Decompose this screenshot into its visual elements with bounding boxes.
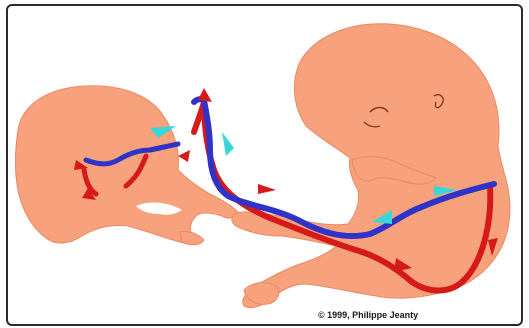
red-arrow-3: [258, 184, 276, 194]
right-fetus: [232, 24, 510, 308]
red-arrow-6: [198, 88, 212, 102]
copyright-notice: © 1999, Philippe Jeanty: [318, 310, 418, 320]
cyan-arrow-3: [222, 132, 234, 156]
red-arrow-4: [178, 150, 190, 162]
left-fetus-foot: [180, 231, 204, 244]
